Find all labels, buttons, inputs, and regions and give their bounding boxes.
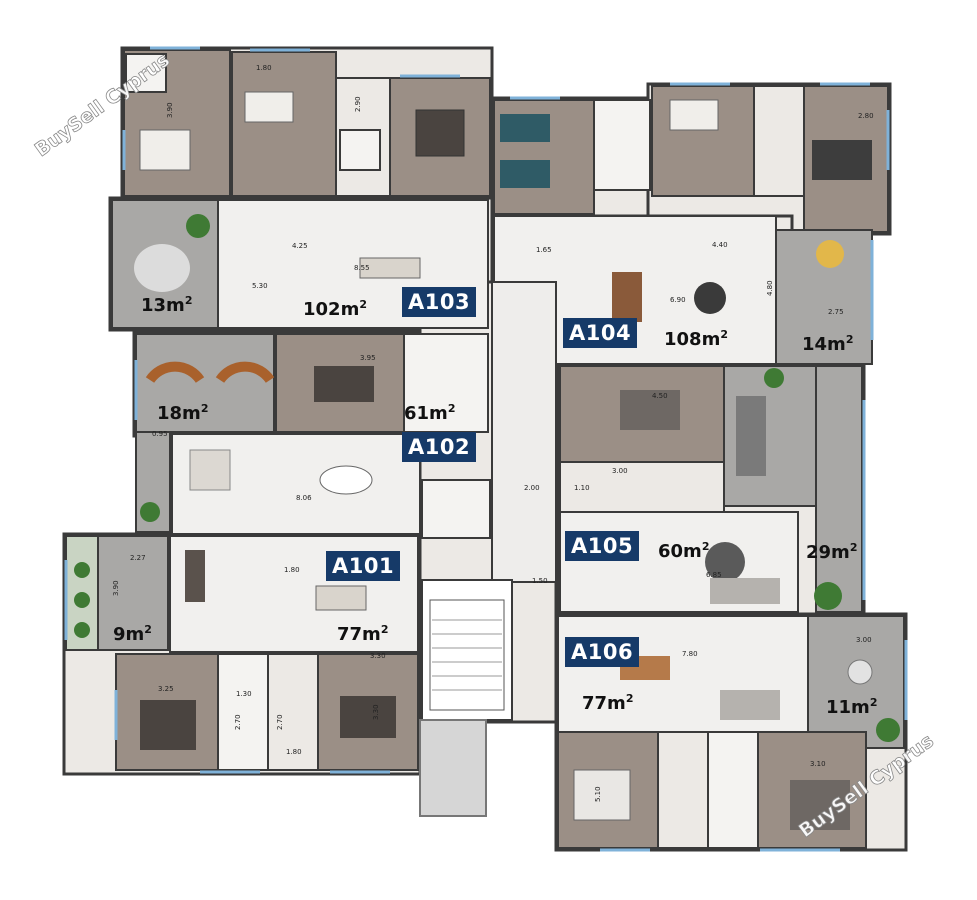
dimension-label: 1.80 [284,566,300,574]
dimension-label: 1.10 [574,484,590,492]
dimension-label: 2.27 [130,554,146,562]
plants [74,214,900,742]
unit-a105-rooms [559,365,863,613]
unit-label-a103: A103 [402,287,477,317]
dimension-label: 2.70 [234,714,242,730]
dimension-label: 5.10 [594,786,602,802]
dimension-label: 4.40 [712,241,728,249]
dimension-label: 2.75 [828,308,844,316]
dimension-label: 3.00 [856,636,872,644]
dimension-label: 5.30 [252,282,268,290]
dimension-label: 3.30 [372,704,380,720]
unit-area-a101: 77m2 [337,623,389,645]
dimension-label: 1.80 [256,64,272,72]
unit-label-a105: A105 [565,531,640,561]
dimension-label: 3.30 [370,652,386,660]
unit-label-a106: A106 [565,637,640,667]
terrace-area-a103: 13m2 [141,294,193,316]
dimension-label: 4.80 [766,280,774,296]
dimension-label: 3.90 [112,580,120,596]
dimension-label: 0.95 [152,430,168,438]
dimension-label: 8.55 [354,264,370,272]
stair-treads [432,619,502,691]
terrace-area-a106: 11m2 [826,696,878,718]
dimension-label: 6.85 [706,571,722,579]
dimension-label: 3.10 [810,760,826,768]
dimension-label: 1.80 [286,748,302,756]
dimension-label: 2.90 [354,96,362,112]
dimension-label: 7.80 [682,650,698,658]
dimension-label: 6.90 [670,296,686,304]
unit-area-a104: 108m2 [664,328,728,350]
unit-area-a105: 60m2 [658,540,710,562]
terrace-area-a105: 29m2 [806,541,858,563]
terrace-area-a104: 14m2 [802,333,854,355]
furniture [134,91,873,830]
dimension-label: 3.90 [166,102,174,118]
unit-area-a102: 61m2 [404,402,456,424]
terrace-area-a102: 18m2 [157,402,209,424]
dimension-label: 1.50 [532,577,548,585]
dimension-labels: 3.90 1.80 2.90 3.95 5.30 2.80 1.65 4.40 6.90 8.55… [112,64,874,802]
dimension-label: 3.25 [158,685,174,693]
dimension-label: 3.00 [612,467,628,475]
unit-label-a104: A104 [563,318,638,348]
windows [64,46,908,852]
dimension-label: 1.30 [236,690,252,698]
dimension-label: 3.95 [360,354,376,362]
terrace-area-a101: 9m2 [113,623,152,645]
unit-label-a101: A101 [326,551,401,581]
dimension-label: 8.06 [296,494,312,502]
dimension-label: 2.70 [276,714,284,730]
dimension-label: 1.65 [536,246,552,254]
unit-area-a106: 77m2 [582,692,634,714]
unit-label-a102: A102 [402,432,477,462]
dimension-label: 2.80 [858,112,874,120]
dimension-label: 4.50 [652,392,668,400]
common-core [419,281,557,817]
dimension-label: 2.00 [524,484,540,492]
unit-area-a103: 102m2 [303,298,367,320]
dimension-label: 4.25 [292,242,308,250]
